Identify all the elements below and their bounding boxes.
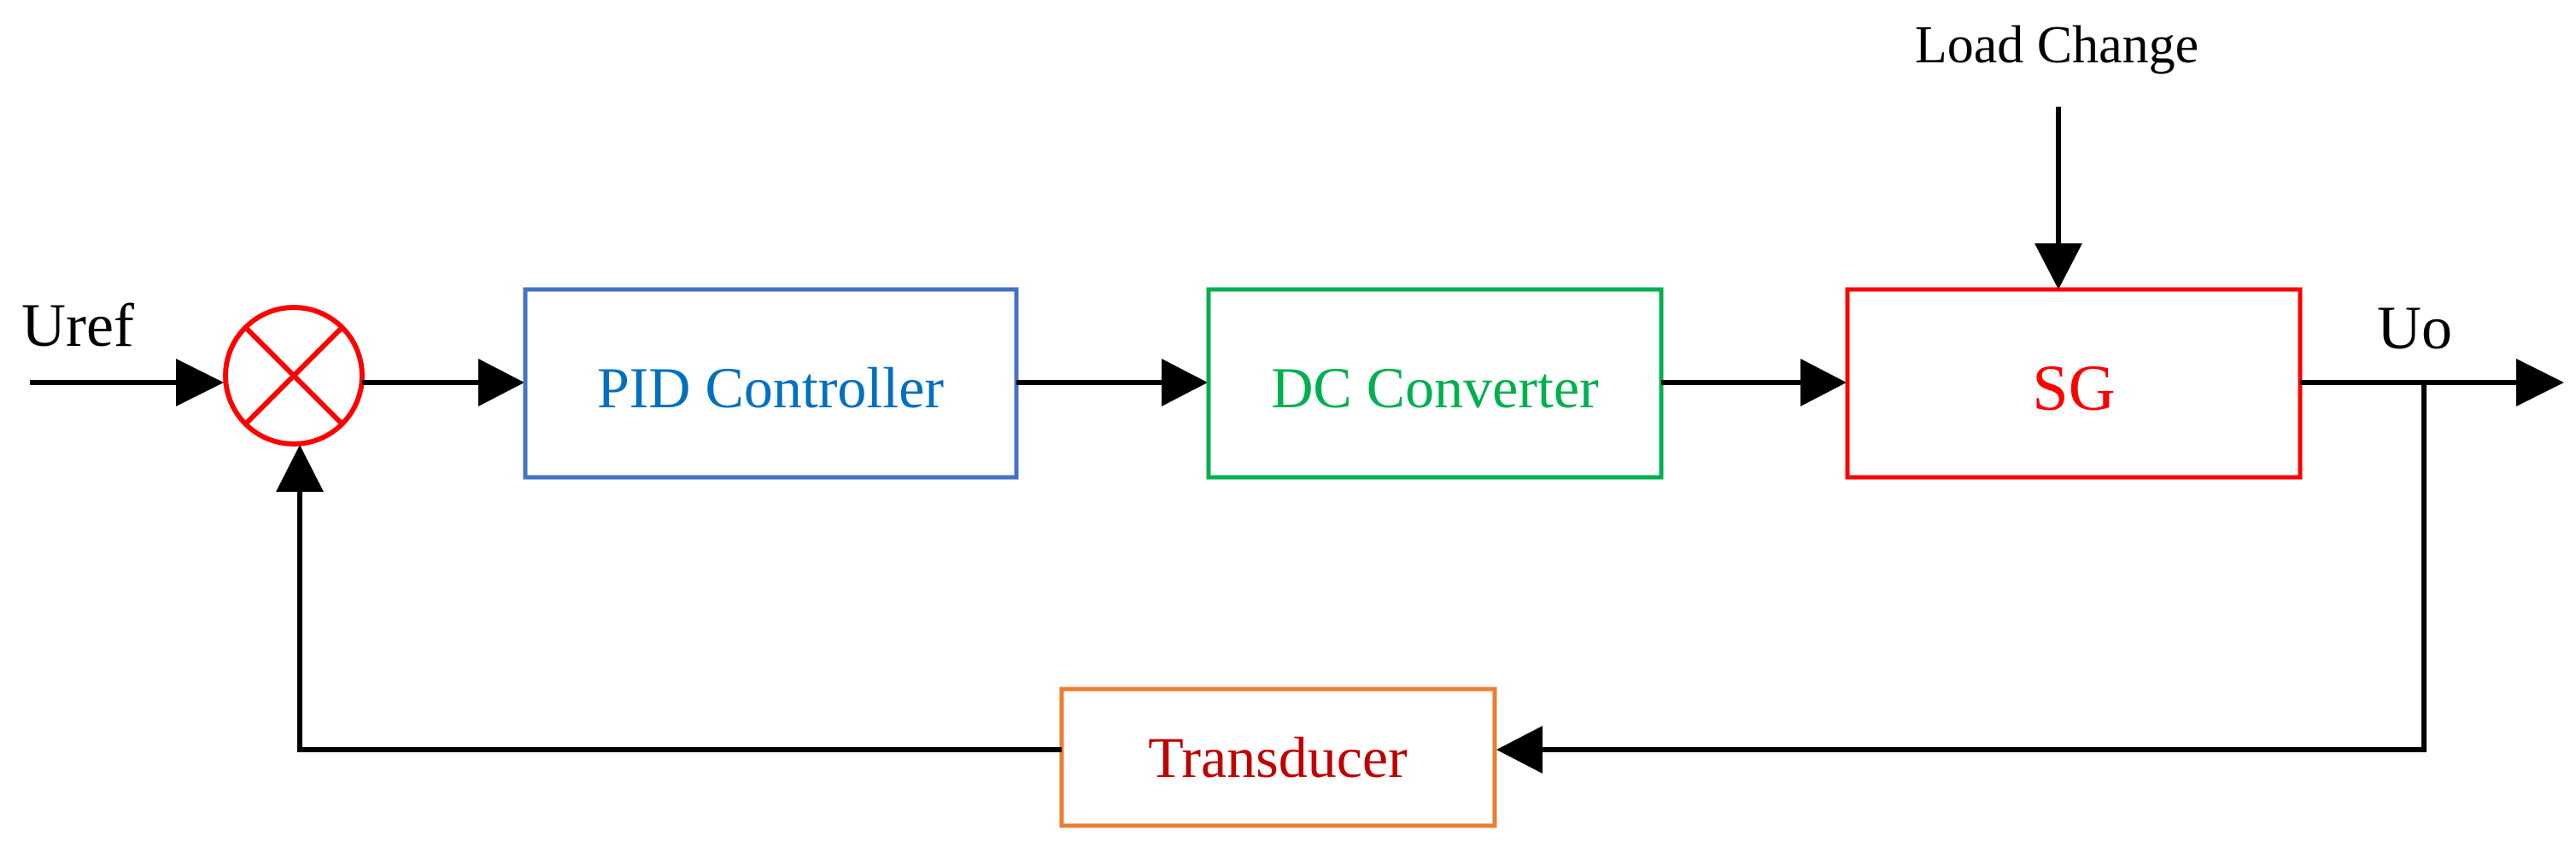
transducer-label: Transducer bbox=[1148, 725, 1408, 790]
junction-to-pid-arrow bbox=[362, 359, 524, 406]
load-change-arrow bbox=[2034, 107, 2082, 289]
sg-block: SG bbox=[1845, 287, 2303, 480]
pid-to-converter-arrow bbox=[1016, 359, 1208, 406]
output-arrow bbox=[2300, 359, 2564, 406]
converter-to-sg-arrow bbox=[1661, 359, 1847, 406]
sg-label: SG bbox=[2032, 353, 2115, 424]
summing-junction bbox=[223, 305, 365, 447]
output-label: Uo bbox=[2377, 294, 2452, 362]
dc-converter-label: DC Converter bbox=[1271, 355, 1599, 420]
dc-converter-block: DC Converter bbox=[1206, 287, 1664, 480]
input-label: Uref bbox=[21, 291, 134, 359]
transducer-block: Transducer bbox=[1059, 686, 1497, 828]
feedback-path-right bbox=[1496, 383, 2427, 774]
input-arrow bbox=[30, 359, 224, 406]
load-change-label: Load Change bbox=[1915, 16, 2198, 74]
pid-controller-block: PID Controller bbox=[523, 287, 1019, 480]
pid-controller-label: PID Controller bbox=[597, 355, 944, 420]
feedback-path-left bbox=[276, 445, 1062, 752]
